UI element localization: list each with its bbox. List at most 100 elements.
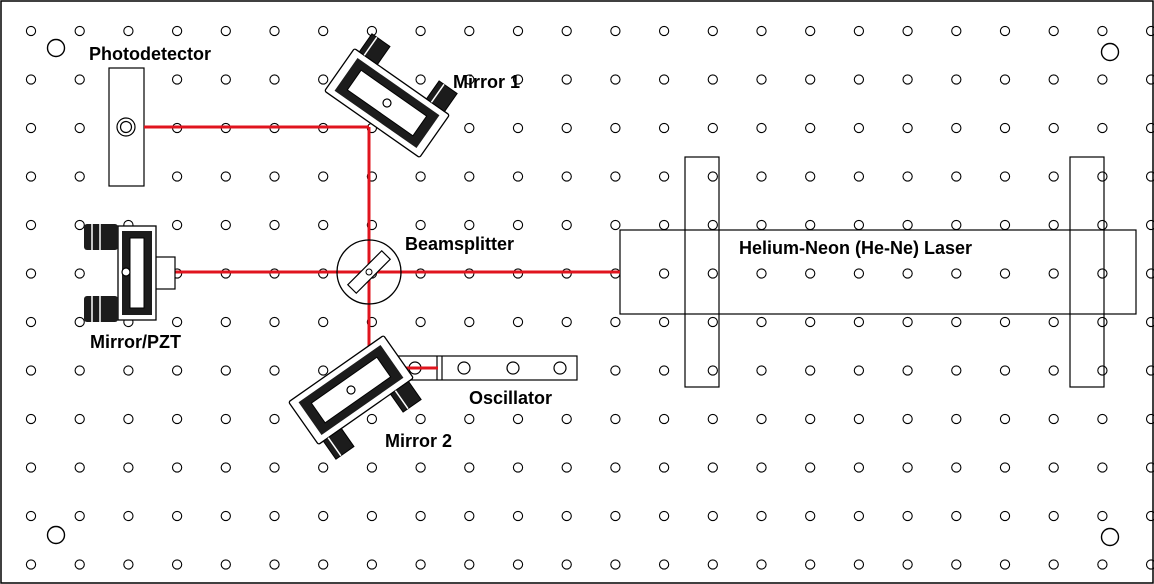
breadboard-hole bbox=[561, 462, 572, 473]
breadboard-hole bbox=[756, 316, 767, 328]
pzt-knob-top bbox=[84, 224, 118, 250]
breadboard-hole bbox=[561, 25, 572, 37]
breadboard-hole bbox=[707, 171, 718, 182]
breadboard-hole bbox=[610, 122, 621, 134]
breadboard-hole bbox=[658, 559, 670, 570]
breadboard-hole bbox=[1048, 171, 1059, 182]
breadboard-hole bbox=[853, 25, 865, 37]
breadboard-hole bbox=[805, 510, 816, 522]
breadboard-hole bbox=[658, 122, 670, 134]
breadboard-hole bbox=[658, 462, 670, 473]
breadboard-hole bbox=[707, 74, 718, 85]
label-oscillator: Oscillator bbox=[469, 388, 552, 408]
breadboard-hole bbox=[707, 316, 718, 328]
label-mirror-2: Mirror 2 bbox=[385, 431, 452, 451]
breadboard-hole bbox=[171, 316, 183, 328]
breadboard-hole bbox=[318, 462, 329, 473]
breadboard-hole bbox=[902, 268, 913, 279]
mirror-2-pivot bbox=[346, 385, 356, 395]
oscillator-hole bbox=[506, 361, 520, 375]
mounting-hole bbox=[46, 525, 66, 545]
breadboard-hole bbox=[1048, 74, 1059, 85]
breadboard-hole bbox=[1145, 74, 1154, 85]
mirror-2-knob-grip bbox=[394, 390, 409, 410]
breadboard-hole bbox=[707, 25, 718, 37]
mounting-hole bbox=[1100, 527, 1120, 547]
breadboard-hole bbox=[512, 25, 524, 37]
breadboard-hole bbox=[951, 316, 962, 328]
breadboard-hole bbox=[464, 510, 475, 522]
mounting-holes bbox=[46, 38, 1120, 547]
breadboard-hole bbox=[74, 365, 85, 376]
breadboard-hole bbox=[1145, 219, 1154, 231]
breadboard-hole bbox=[171, 413, 183, 425]
breadboard-hole bbox=[25, 122, 37, 134]
mirror-pzt bbox=[84, 224, 176, 322]
breadboard-hole bbox=[269, 462, 280, 473]
breadboard-hole bbox=[902, 462, 913, 473]
breadboard-hole bbox=[512, 510, 524, 522]
breadboard-hole bbox=[951, 122, 962, 134]
photodetector-aperture bbox=[116, 117, 136, 137]
breadboard-hole bbox=[756, 171, 767, 182]
hole-grid bbox=[25, 25, 1154, 570]
breadboard-hole bbox=[318, 510, 329, 522]
breadboard-hole bbox=[269, 316, 280, 328]
breadboard-hole bbox=[999, 74, 1011, 85]
breadboard-hole bbox=[610, 171, 621, 182]
breadboard-hole bbox=[512, 219, 524, 231]
breadboard-hole bbox=[1097, 316, 1108, 328]
breadboard-hole bbox=[415, 74, 426, 85]
breadboard-hole bbox=[951, 25, 962, 37]
breadboard-hole bbox=[366, 316, 378, 328]
breadboard-hole bbox=[951, 559, 962, 570]
breadboard-hole bbox=[171, 219, 183, 231]
breadboard-hole bbox=[561, 122, 572, 134]
breadboard-hole bbox=[366, 462, 378, 473]
label-beamsplitter: Beamsplitter bbox=[405, 234, 514, 254]
pzt-knob-bottom bbox=[84, 296, 118, 322]
breadboard-hole bbox=[707, 122, 718, 134]
breadboard-hole bbox=[25, 219, 37, 231]
breadboard-hole bbox=[853, 316, 865, 328]
breadboard-hole bbox=[1048, 413, 1059, 425]
breadboard-hole bbox=[74, 462, 85, 473]
breadboard-hole bbox=[1048, 510, 1059, 522]
breadboard-hole bbox=[610, 74, 621, 85]
laser-mount-left bbox=[684, 156, 720, 388]
breadboard-hole bbox=[74, 559, 85, 570]
breadboard-hole bbox=[707, 413, 718, 425]
breadboard-hole bbox=[171, 171, 183, 182]
breadboard-hole bbox=[1048, 462, 1059, 473]
breadboard-hole bbox=[999, 171, 1011, 182]
breadboard-hole bbox=[999, 316, 1011, 328]
breadboard-hole bbox=[902, 559, 913, 570]
breadboard-hole bbox=[999, 365, 1011, 376]
breadboard-hole bbox=[25, 462, 37, 473]
breadboard-hole bbox=[561, 510, 572, 522]
breadboard-hole bbox=[999, 122, 1011, 134]
breadboard-hole bbox=[74, 171, 85, 182]
breadboard-hole bbox=[658, 171, 670, 182]
breadboard-hole bbox=[123, 462, 134, 473]
breadboard-hole bbox=[366, 559, 378, 570]
breadboard-hole bbox=[269, 559, 280, 570]
breadboard-hole bbox=[951, 462, 962, 473]
breadboard-hole bbox=[512, 316, 524, 328]
photodetector-sensor bbox=[119, 120, 133, 134]
breadboard-hole bbox=[123, 510, 134, 522]
laser-mount-right bbox=[1069, 156, 1105, 388]
breadboard-hole bbox=[707, 462, 718, 473]
breadboard-hole bbox=[1097, 413, 1108, 425]
breadboard-hole bbox=[610, 25, 621, 37]
breadboard-hole bbox=[269, 25, 280, 37]
component-labels: Photodetector Mirror 1 Beamsplitter Heli… bbox=[89, 44, 972, 451]
breadboard-hole bbox=[805, 171, 816, 182]
breadboard-hole bbox=[318, 316, 329, 328]
breadboard-hole bbox=[756, 413, 767, 425]
breadboard-hole bbox=[220, 25, 231, 37]
breadboard-hole bbox=[171, 74, 183, 85]
breadboard-hole bbox=[902, 510, 913, 522]
breadboard-hole bbox=[561, 413, 572, 425]
